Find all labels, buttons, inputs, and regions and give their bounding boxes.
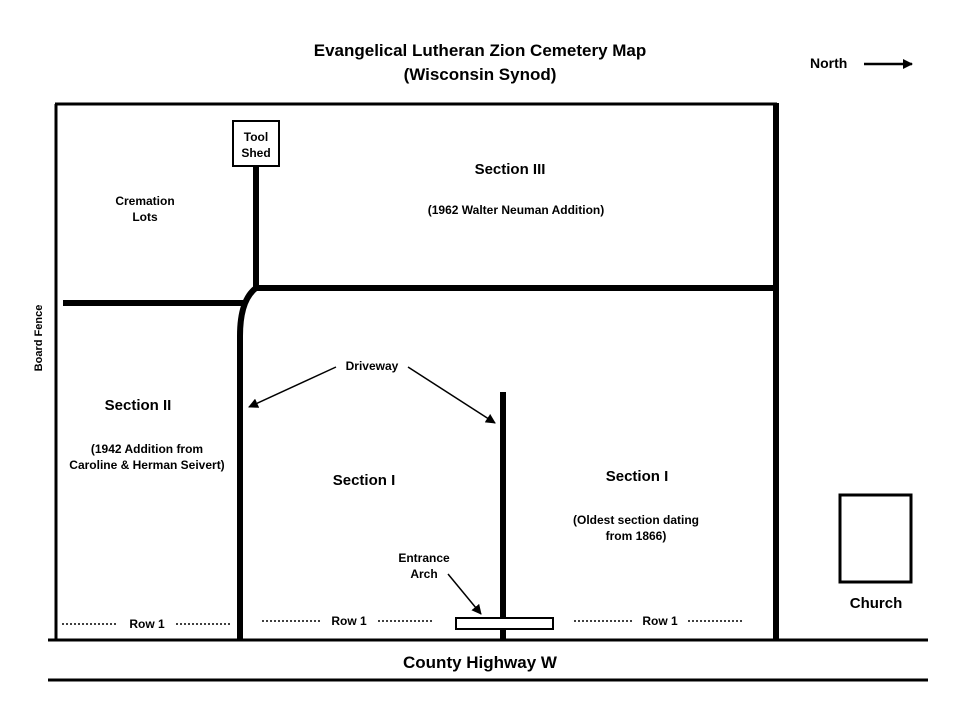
entrance-arch-line1: Entrance [398, 551, 450, 565]
section-iii-note: (1962 Walter Neuman Addition) [428, 203, 604, 217]
driveway-label: Driveway [346, 359, 399, 373]
entrance-arch-arrow-icon [447, 573, 482, 615]
driveway-arrow-east-icon [407, 366, 496, 424]
driveway-arrow-west-icon [248, 366, 337, 408]
highway-label: County Highway W [403, 653, 558, 672]
cremation-lots-line1: Cremation [115, 194, 174, 208]
north-label: North [810, 55, 847, 71]
map-title: Evangelical Lutheran Zion Cemetery Map [314, 41, 647, 60]
tool-shed [232, 120, 280, 167]
church-building [838, 493, 913, 584]
entrance-arch-line2: Arch [410, 567, 437, 581]
section-ii-note-line1: (1942 Addition from [91, 442, 203, 456]
entrance-arch [455, 617, 554, 630]
row-1-west-label: Row 1 [129, 617, 165, 631]
cremation-lots-line2: Lots [132, 210, 158, 224]
section-i-east-note-line1: (Oldest section dating [573, 513, 699, 527]
section-iii-name: Section III [475, 161, 546, 178]
driveway-curve [237, 285, 258, 640]
church-label: Church [850, 595, 903, 612]
section-i-east-note-line2: from 1866) [606, 529, 667, 543]
tool-shed-label-line1: Tool [244, 130, 268, 144]
tool-shed-label-line2: Shed [241, 146, 270, 160]
section-i-west-name: Section I [333, 472, 396, 489]
board-fence-label: Board Fence [33, 305, 45, 372]
row-1-center-label: Row 1 [331, 614, 367, 628]
section-ii-note-line2: Caroline & Herman Seivert) [69, 458, 224, 472]
map-subtitle: (Wisconsin Synod) [404, 65, 557, 84]
section-i-east-name: Section I [606, 468, 669, 485]
row-1-east-label: Row 1 [642, 614, 678, 628]
section-ii-name: Section II [105, 397, 172, 414]
